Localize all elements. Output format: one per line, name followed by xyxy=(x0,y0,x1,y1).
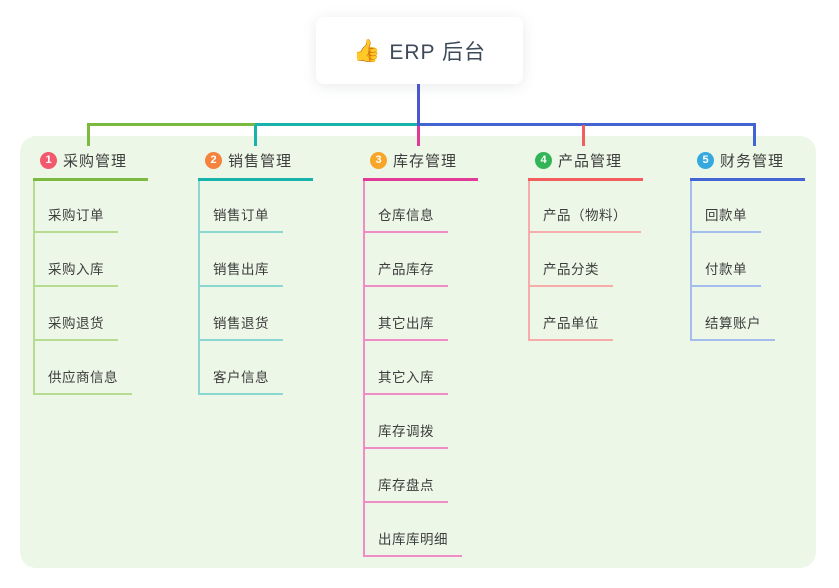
branch-header-finance[interactable]: 5 财务管理 xyxy=(690,148,805,181)
child-topic[interactable]: 产品分类 xyxy=(530,233,613,287)
branch-badge-3: 3 xyxy=(370,152,387,169)
child-topic-label: 产品单位 xyxy=(543,316,599,331)
child-topic[interactable]: 产品库存 xyxy=(365,233,448,287)
child-topic-label: 出库库明细 xyxy=(378,532,448,547)
child-topic-label: 销售退货 xyxy=(213,316,269,331)
child-topic[interactable]: 产品单位 xyxy=(530,287,613,341)
branch-title-product: 产品管理 xyxy=(558,153,623,170)
child-topic-label: 采购退货 xyxy=(48,316,104,331)
branches-panel xyxy=(20,136,816,568)
branch-sales: 2 销售管理 销售订单 销售出库 销售退货 客户信息 xyxy=(198,148,313,395)
child-topic[interactable]: 供应商信息 xyxy=(35,341,132,395)
branch-inventory: 3 库存管理 仓库信息 产品库存 其它出库 其它入库 库存调拨 库存盘点 出库库… xyxy=(363,148,478,557)
branch-children-product: 产品（物料） 产品分类 产品单位 xyxy=(528,181,641,341)
connector-drop-purchase xyxy=(87,125,90,146)
child-topic[interactable]: 销售出库 xyxy=(200,233,283,287)
branch-children-inventory: 仓库信息 产品库存 其它出库 其它入库 库存调拨 库存盘点 出库库明细 xyxy=(363,181,462,557)
branch-badge-5: 5 xyxy=(697,152,714,169)
child-topic[interactable]: 结算账户 xyxy=(692,287,775,341)
child-topic[interactable]: 仓库信息 xyxy=(365,181,448,233)
branch-header-sales[interactable]: 2 销售管理 xyxy=(198,148,313,181)
child-topic-label: 回款单 xyxy=(705,208,747,223)
connector-horizontal-purchase xyxy=(87,123,255,126)
child-topic-label: 销售出库 xyxy=(213,262,269,277)
child-topic-label: 产品（物料） xyxy=(543,208,627,223)
branch-title-purchase: 采购管理 xyxy=(63,153,128,170)
branch-header-product[interactable]: 4 产品管理 xyxy=(528,148,643,181)
child-topic[interactable]: 其它出库 xyxy=(365,287,448,341)
root-node-label: ERP 后台 xyxy=(389,40,487,64)
child-topic[interactable]: 库存调拨 xyxy=(365,395,448,449)
branch-children-sales: 销售订单 销售出库 销售退货 客户信息 xyxy=(198,181,283,395)
child-topic-label: 产品库存 xyxy=(378,262,434,277)
child-topic[interactable]: 回款单 xyxy=(692,181,761,233)
branch-children-finance: 回款单 付款单 结算账户 xyxy=(690,181,775,341)
branch-title-inventory: 库存管理 xyxy=(393,153,458,170)
child-topic[interactable]: 付款单 xyxy=(692,233,761,287)
child-topic[interactable]: 其它入库 xyxy=(365,341,448,395)
child-topic-label: 仓库信息 xyxy=(378,208,434,223)
child-topic-label: 采购入库 xyxy=(48,262,104,277)
child-topic-label: 供应商信息 xyxy=(48,370,118,385)
child-topic[interactable]: 销售退货 xyxy=(200,287,283,341)
child-topic-label: 库存调拨 xyxy=(378,424,434,439)
child-topic-label: 付款单 xyxy=(705,262,747,277)
child-topic-label: 库存盘点 xyxy=(378,478,434,493)
child-topic[interactable]: 库存盘点 xyxy=(365,449,448,503)
root-node[interactable]: 👍 ERP 后台 xyxy=(316,17,523,84)
branch-product: 4 产品管理 产品（物料） 产品分类 产品单位 xyxy=(528,148,643,341)
connector-horizontal-sales xyxy=(255,123,417,126)
child-topic[interactable]: 采购订单 xyxy=(35,181,118,233)
branch-title-sales: 销售管理 xyxy=(228,153,293,170)
connector-drop-finance xyxy=(753,125,756,146)
branch-badge-4: 4 xyxy=(535,152,552,169)
thumbs-up-icon: 👍 xyxy=(352,37,381,63)
branch-finance: 5 财务管理 回款单 付款单 结算账户 xyxy=(690,148,805,341)
child-topic[interactable]: 采购退货 xyxy=(35,287,118,341)
branch-header-purchase[interactable]: 1 采购管理 xyxy=(33,148,148,181)
child-topic[interactable]: 出库库明细 xyxy=(365,503,462,557)
connector-drop-sales xyxy=(254,125,257,146)
branch-badge-1: 1 xyxy=(40,152,57,169)
connector-drop-inventory xyxy=(417,126,420,146)
child-topic[interactable]: 销售订单 xyxy=(200,181,283,233)
child-topic-label: 销售订单 xyxy=(213,208,269,223)
connector-drop-product xyxy=(582,125,585,146)
child-topic-label: 客户信息 xyxy=(213,370,269,385)
branch-header-inventory[interactable]: 3 库存管理 xyxy=(363,148,478,181)
child-topic-label: 其它入库 xyxy=(378,370,434,385)
child-topic[interactable]: 客户信息 xyxy=(200,341,283,395)
branch-title-finance: 财务管理 xyxy=(720,153,785,170)
branch-purchase: 1 采购管理 采购订单 采购入库 采购退货 供应商信息 xyxy=(33,148,148,395)
branch-children-purchase: 采购订单 采购入库 采购退货 供应商信息 xyxy=(33,181,132,395)
child-topic-label: 产品分类 xyxy=(543,262,599,277)
connector-horizontal-finance xyxy=(417,123,756,126)
child-topic-label: 其它出库 xyxy=(378,316,434,331)
child-topic-label: 采购订单 xyxy=(48,208,104,223)
child-topic[interactable]: 产品（物料） xyxy=(530,181,641,233)
child-topic-label: 结算账户 xyxy=(705,316,761,331)
root-connector-line xyxy=(417,84,420,126)
branch-badge-2: 2 xyxy=(205,152,222,169)
child-topic[interactable]: 采购入库 xyxy=(35,233,118,287)
